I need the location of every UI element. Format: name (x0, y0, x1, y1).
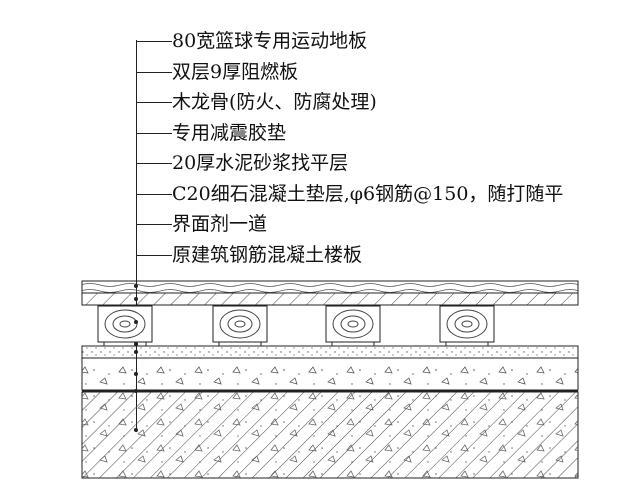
rubber-pads (103, 341, 489, 347)
concrete-cushion-layer (81, 357, 579, 391)
layer-label-structural-slab: 原建筑钢筋混凝土楼板 (172, 244, 363, 266)
fire-board-layer (81, 292, 579, 306)
layer-label-fire-board: 双层9厚阻燃板 (172, 61, 299, 83)
joists (97, 305, 495, 343)
leader-tick (136, 255, 172, 256)
layer-label-mortar: 20厚水泥砂浆找平层 (172, 152, 349, 174)
leader-tick (136, 41, 172, 42)
layer-label-joist: 木龙骨(防火、防腐处理) (172, 91, 377, 113)
layer-label-concrete-cushion: C20细石混凝土垫层,φ6钢筋@150，随打随平 (172, 183, 564, 205)
leader-dots (134, 284, 138, 432)
leader-tick (136, 72, 172, 73)
leader-tick (136, 194, 172, 195)
joist (325, 305, 381, 343)
layer-label-rubber-pad: 专用减震胶垫 (172, 122, 287, 144)
mortar-layer (81, 345, 579, 359)
leader-tick (136, 224, 172, 225)
leader-vertical-line (136, 40, 137, 432)
layer-label-interface-agent: 界面剂一道 (172, 213, 268, 235)
leader-tick (136, 163, 172, 164)
layer-label-sport-floor: 80宽篮球专用运动地板 (172, 30, 368, 52)
leader-tick (136, 133, 172, 134)
joist (97, 305, 153, 343)
joist (212, 305, 268, 343)
joist (439, 305, 495, 343)
sport-floor-layer (81, 280, 579, 294)
leader-tick (136, 102, 172, 103)
